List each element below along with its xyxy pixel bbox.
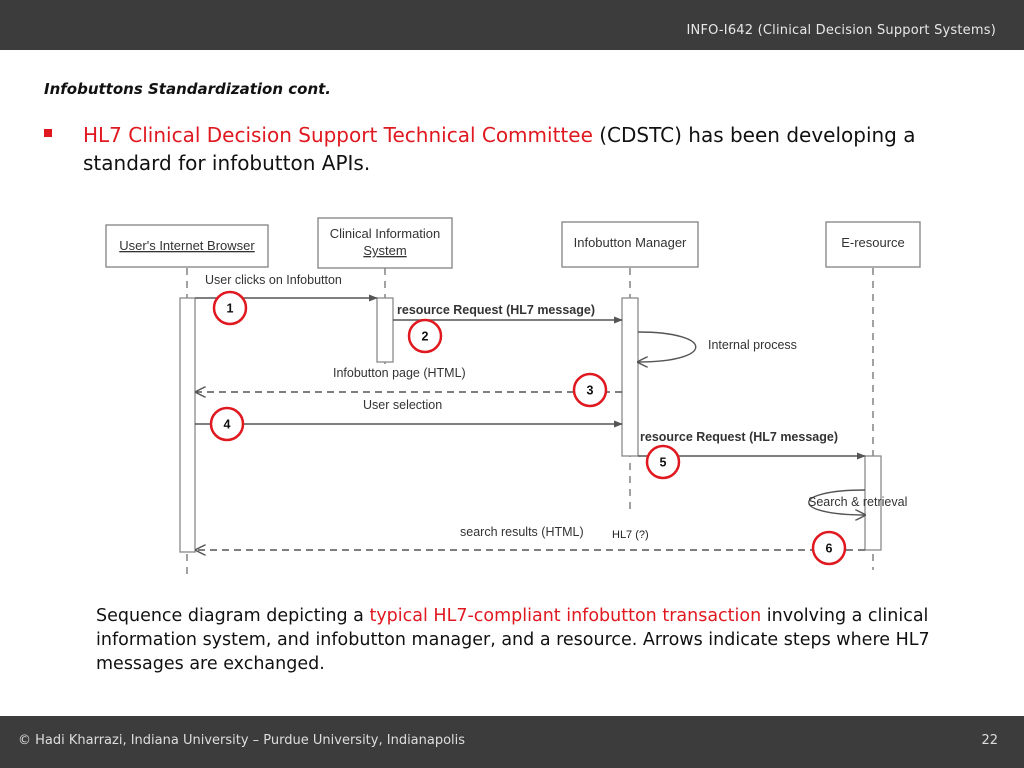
manager-activation — [621, 297, 639, 457]
caption-suffix: involving a clinical information system,… — [96, 606, 930, 674]
step-2-circle — [407, 318, 443, 354]
message-6-label: search results (HTML) — [460, 525, 584, 539]
cis-box — [317, 217, 453, 269]
browser-activation — [179, 297, 196, 553]
cis-label-line2: System — [363, 243, 406, 258]
cis-activation — [376, 297, 394, 363]
header-bar: INFO-I642 (Clinical Decision Support Sys… — [0, 0, 1024, 50]
step-4-number: 4 — [224, 418, 231, 432]
footer-bar: © Hadi Kharrazi, Indiana University – Pu… — [0, 716, 1024, 768]
eresource-box — [825, 221, 921, 268]
slide-subtitle: Infobuttons Standardization cont. — [44, 80, 332, 98]
browser-label: User's Internet Browser — [119, 238, 255, 253]
manager-box — [561, 221, 699, 268]
step-3-circle — [572, 372, 608, 408]
bullet-text: HL7 Clinical Decision Support Technical … — [83, 121, 964, 177]
internal-process-arrow — [638, 331, 697, 362]
step-5-circle — [645, 444, 681, 480]
step-6-circle — [811, 530, 847, 566]
message-2-label: resource Request (HL7 message) — [397, 303, 595, 317]
eresource-activation — [864, 455, 882, 551]
course-title: INFO-I642 (Clinical Decision Support Sys… — [686, 23, 996, 38]
bullet-rest: (CDSTC) has been developing a standard f… — [83, 123, 916, 175]
caption-highlight: typical HL7-compliant infobutton transac… — [369, 606, 762, 626]
internal-process-label: Internal process — [708, 338, 797, 352]
figure-caption: Sequence diagram depicting a typical HL7… — [96, 604, 936, 676]
message-1-label: User clicks on Infobutton — [205, 273, 342, 287]
step-5-number: 5 — [660, 456, 667, 470]
bullet-square-icon — [44, 129, 52, 137]
step-2-number: 2 — [422, 330, 429, 344]
step-4-circle — [209, 406, 245, 442]
hl7-question-label: HL7 (?) — [612, 529, 649, 541]
message-4-label: User selection — [363, 398, 442, 412]
step-6-number: 6 — [826, 542, 833, 556]
manager-label: Infobutton Manager — [574, 235, 687, 250]
step-3-number: 3 — [587, 384, 594, 398]
bullet-highlight: HL7 Clinical Decision Support Technical … — [83, 123, 593, 147]
message-3-label: Infobutton page (HTML) — [333, 366, 466, 380]
page-number: 22 — [981, 733, 998, 748]
search-retrieval-arrow — [808, 489, 865, 515]
browser-box — [105, 224, 269, 268]
step-1-number: 1 — [227, 302, 234, 316]
step-markers: 1 2 3 4 5 6 — [209, 290, 847, 566]
step-1-circle — [212, 290, 248, 326]
search-retrieval-label: Search & retrieval — [808, 495, 907, 509]
message-5-label: resource Request (HL7 message) — [640, 430, 838, 444]
footer-copyright: © Hadi Kharrazi, Indiana University – Pu… — [18, 733, 466, 748]
cis-label-line1: Clinical Information — [330, 226, 441, 241]
eresource-label: E-resource — [841, 235, 905, 250]
caption-prefix: Sequence diagram depicting a — [96, 606, 370, 626]
bullet-point: HL7 Clinical Decision Support Technical … — [44, 121, 964, 177]
